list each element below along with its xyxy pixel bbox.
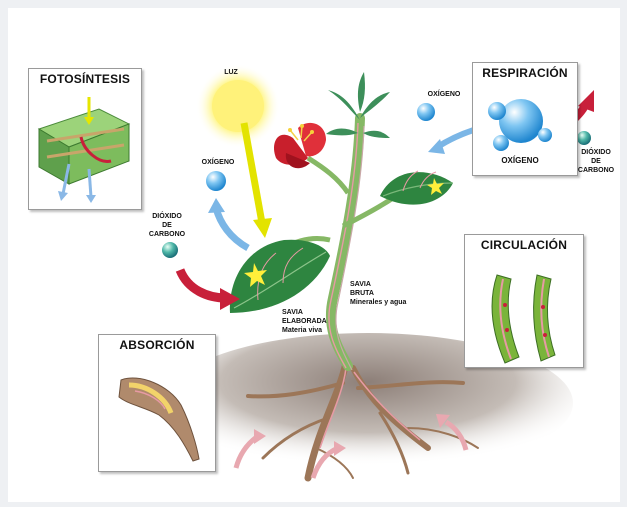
- light-label: LUZ: [216, 68, 246, 77]
- elaborated-sap-label: SAVIA ELABORADA Materia viva: [282, 308, 352, 335]
- right-leaf: [380, 171, 453, 205]
- absorption-panel: ABSORCIÓN: [98, 334, 216, 472]
- co2-right-label: DIÓXIDO DE CARBONO: [574, 148, 618, 175]
- oxygen-bubble-left: [206, 171, 226, 191]
- leaf-cross-section-icon: [29, 69, 141, 209]
- photosynthesis-panel: FOTOSÍNTESIS: [28, 68, 142, 210]
- co2-bubble-left: [162, 242, 178, 258]
- flower: [274, 123, 326, 168]
- raw-sap-label: SAVIA BRUTA Minerales y agua: [350, 280, 430, 307]
- co2-left-label: DIÓXIDO DE CARBONO: [142, 212, 192, 239]
- main-leaf: [230, 240, 330, 313]
- oxygen-resp-big-label: OXÍGENO: [492, 156, 548, 165]
- oxygen-resp-small-label: OXÍGENO: [424, 90, 464, 99]
- root-hair-icon: [99, 335, 215, 471]
- oxygen-left-label: OXÍGENO: [198, 158, 238, 167]
- oxygen-arrow-left: [216, 208, 248, 248]
- vessel-tubes-icon: [465, 235, 583, 367]
- diagram-canvas: FOTOSÍNTESIS RESPIRACIÓN CIRCULACIÓN: [8, 8, 620, 502]
- circulation-panel: CIRCULACIÓN: [464, 234, 584, 368]
- co2-arrow-left: [180, 270, 226, 298]
